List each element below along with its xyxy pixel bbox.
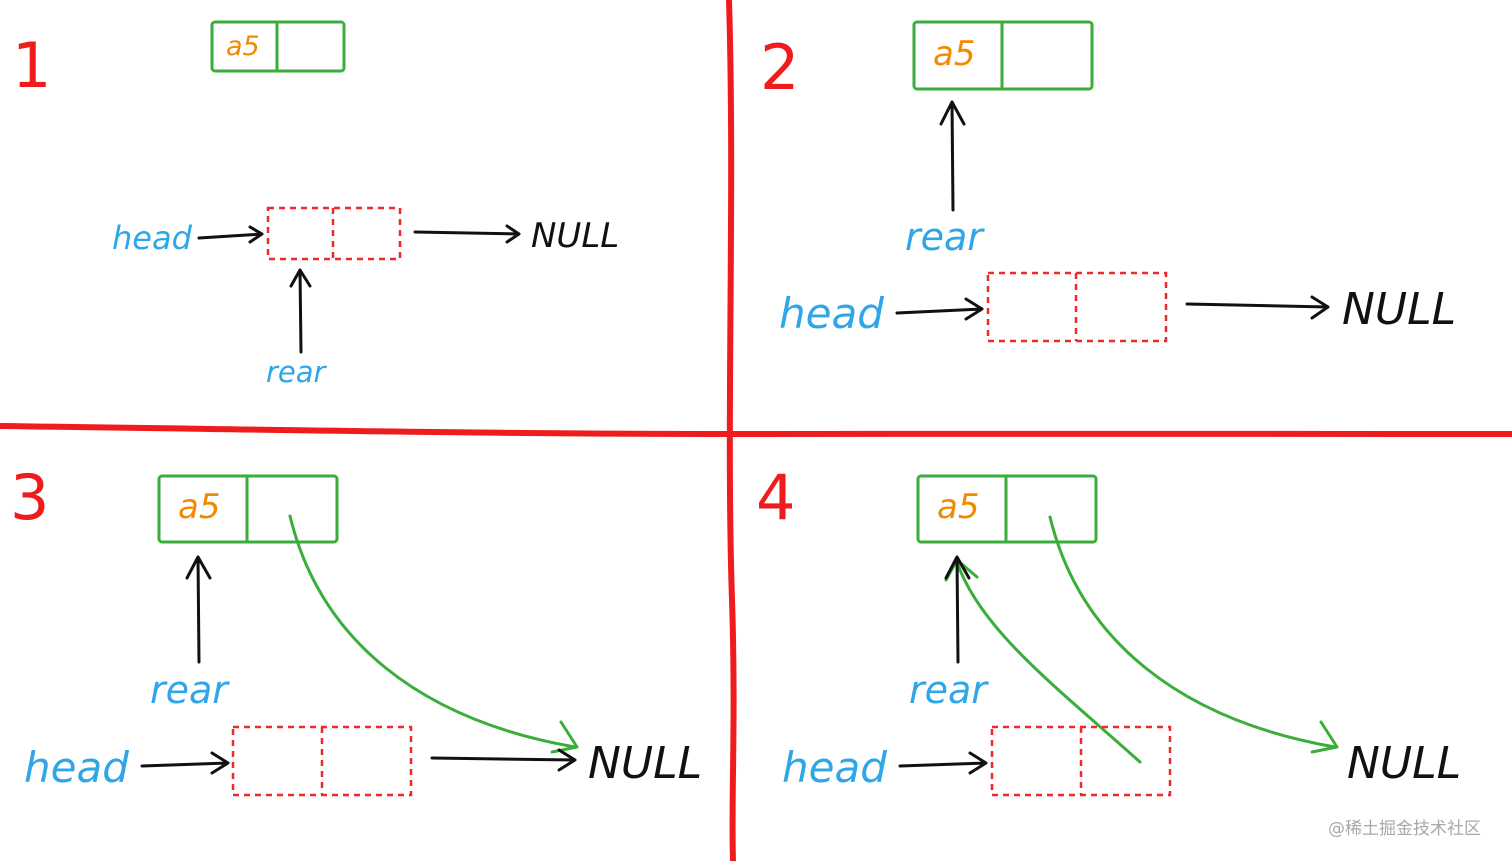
panel-2: 2 a5 rear head NULL [760, 20, 1456, 343]
head-arrow [898, 751, 988, 775]
head-label: head [779, 289, 884, 338]
panel-number: 3 [10, 461, 49, 534]
head-node [231, 725, 413, 797]
rear-arrow [185, 555, 212, 664]
new-next-to-null-arrow [288, 514, 579, 754]
null-label: NULL [1342, 284, 1456, 335]
head-label: head [24, 743, 129, 792]
head-label: head [112, 219, 193, 257]
rear-label: rear [266, 355, 328, 389]
null-label: NULL [588, 738, 702, 789]
head-arrow [895, 297, 984, 321]
next-arrow [413, 224, 521, 244]
new-node: a5 [210, 20, 346, 73]
panel-number: 4 [756, 461, 795, 534]
head-arrow [140, 751, 230, 775]
rear-label: rear [905, 215, 985, 259]
rear-arrow [289, 268, 312, 354]
node-value: a5 [178, 487, 220, 527]
rear-label: rear [150, 668, 230, 712]
rear-arrow [944, 555, 971, 664]
head-label: head [782, 743, 887, 792]
vertical-divider [726, 0, 737, 861]
new-node: a5 [916, 474, 1098, 544]
rear-label: rear [909, 668, 989, 712]
node-value: a5 [933, 34, 975, 74]
panel-number: 2 [760, 31, 799, 104]
new-next-to-null-arrow [1048, 515, 1339, 754]
null-label: NULL [531, 216, 619, 256]
next-arrow [1185, 295, 1330, 320]
node-value: a5 [226, 31, 260, 62]
watermark: @稀土掘金技术社区 [1328, 819, 1481, 839]
rear-arrow [939, 100, 966, 212]
head-node [266, 206, 402, 261]
new-node: a5 [912, 20, 1094, 91]
panel-number: 1 [12, 29, 51, 102]
null-label: NULL [1347, 738, 1461, 789]
new-node: a5 [157, 474, 339, 544]
panel-4: 4 a5 rear head NULL [756, 461, 1461, 797]
horizontal-divider [0, 423, 1512, 438]
node-value: a5 [937, 487, 979, 527]
head-node [986, 271, 1168, 343]
panel-1: 1 a5 head NULL rear [12, 20, 619, 389]
next-arrow [430, 748, 577, 772]
head-arrow [197, 225, 264, 244]
head-node [990, 725, 1172, 797]
panel-3: 3 a5 rear head NULL [10, 461, 702, 797]
head-next-to-new-arrow [944, 558, 1142, 764]
